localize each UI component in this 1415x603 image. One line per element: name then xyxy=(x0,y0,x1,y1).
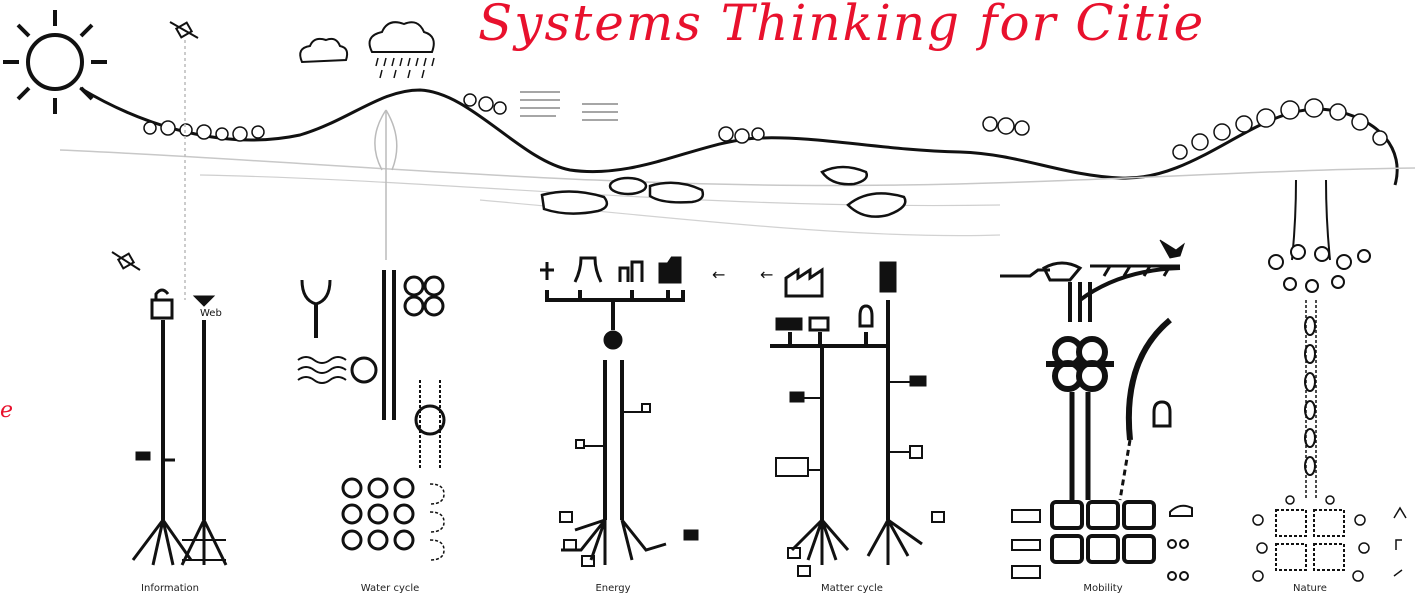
underground-reservoirs xyxy=(540,165,907,218)
tram-icon xyxy=(1152,400,1172,428)
wifi-icon xyxy=(192,295,216,307)
label-water-cycle: Water cycle xyxy=(360,583,420,594)
web-label: Web xyxy=(200,308,222,319)
tank-icon xyxy=(414,404,446,436)
device-icon xyxy=(135,451,151,461)
nature-system xyxy=(1252,179,1407,582)
rail-line xyxy=(1125,317,1172,441)
sun-icon xyxy=(3,10,107,114)
mobility-system xyxy=(1000,239,1193,581)
lock-icon xyxy=(150,298,174,320)
satellite-icon xyxy=(111,251,141,271)
label-matter-cycle: Matter cycle xyxy=(821,583,883,594)
bus-icon xyxy=(1011,509,1041,523)
runway-icon xyxy=(1090,264,1180,277)
ship-icon xyxy=(1042,261,1083,282)
label-energy: Energy xyxy=(595,583,631,594)
label-mobility: Mobility xyxy=(1083,583,1123,594)
matter-cycle-system: ← xyxy=(760,261,945,577)
boat-icon xyxy=(1000,268,1050,278)
factory-icon xyxy=(784,267,824,298)
ground-strata xyxy=(59,149,1415,187)
filter-icon xyxy=(350,356,378,384)
chimney-icon xyxy=(879,261,897,293)
truck-icon xyxy=(808,316,830,332)
information-system xyxy=(131,40,228,566)
rain-cloud-icon xyxy=(368,21,435,79)
wind-turbine-icon xyxy=(540,262,554,280)
cooling-tower-icon xyxy=(573,256,603,283)
van-icon xyxy=(1011,565,1041,579)
page-title: Systems Thinking for Citie xyxy=(478,0,1206,52)
cloud-icon xyxy=(299,37,349,64)
airplane-icon xyxy=(1159,239,1185,259)
water-cycle-system xyxy=(297,109,446,561)
wind-arrows xyxy=(520,91,618,121)
tree-cluster xyxy=(143,93,1388,160)
satellite-icon xyxy=(169,21,199,39)
transformer-icon xyxy=(603,330,623,350)
ship-icon xyxy=(775,317,803,331)
svg-text:←: ← xyxy=(712,265,725,284)
energy-system: ← xyxy=(540,256,725,567)
label-nature: Nature xyxy=(1293,583,1327,594)
edge-annotation: e xyxy=(0,398,14,423)
svg-text:←: ← xyxy=(760,265,773,284)
label-information: Information xyxy=(141,583,199,594)
car-icon xyxy=(1011,539,1041,551)
